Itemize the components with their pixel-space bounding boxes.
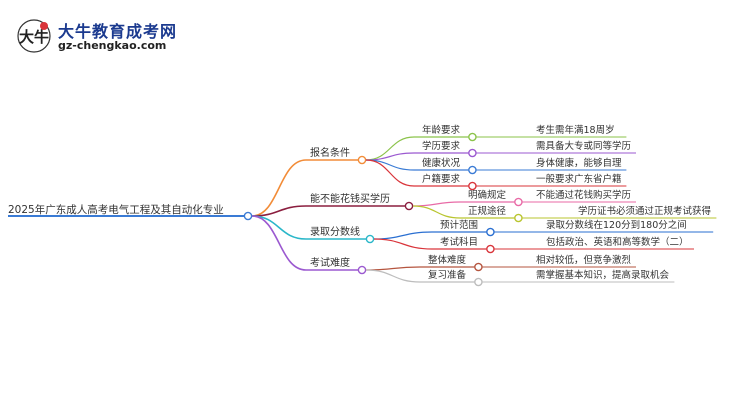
child-label: 整体难度 [428,254,467,266]
branch-node[interactable] [357,155,367,165]
child-connector [365,269,421,283]
child-node[interactable] [468,148,477,158]
child-label: 复习准备 [428,269,467,281]
branch-connector [251,215,307,271]
leaf-value-label: 学历证书必须通过正规考试获得 [578,205,712,217]
leaf-value-label: 不能通过花钱购买学历 [536,189,631,201]
child-label: 明确规定 [468,189,507,201]
child-node[interactable] [468,132,477,142]
child-connector [373,238,433,250]
child-label: 健康状况 [422,157,461,169]
site-url: gz-chengkao.com [58,39,167,52]
child-node[interactable] [514,213,523,223]
child-node[interactable] [474,262,483,272]
leaf-value-label: 相对较低，但竞争激烈 [536,254,632,266]
child-label: 考试科目 [440,236,478,248]
branch-label: 报名条件 [310,146,350,159]
child-connector [365,266,421,271]
child-connector [412,205,461,219]
branch-node[interactable] [365,234,375,244]
branch-label: 考试难度 [310,256,350,269]
child-label: 预计范围 [440,219,478,231]
child-connector [373,231,433,240]
leaf-value-label: 录取分数线在120分到180分之间 [546,219,687,231]
child-label: 学历要求 [422,140,461,152]
branch-connector [251,159,307,217]
branch-label: 录取分数线 [310,225,360,238]
site-name: 大牛教育成考网 [58,22,178,41]
leaf-value-label: 身体健康，能够自理 [536,157,622,169]
svg-text:大牛: 大牛 [19,28,49,46]
leaf-value-label: 需掌握基本知识，提高录取机会 [536,269,670,281]
leaf-value-label: 考生需年满18周岁 [536,124,615,136]
child-node[interactable] [468,165,477,175]
branch-node[interactable] [357,265,367,275]
root-topic-label: 2025年广东成人高考电气工程及其自动化专业 [8,203,224,216]
child-node[interactable] [486,244,495,254]
logo-emblem-icon: 大牛 [17,19,51,53]
child-label: 正规途径 [468,205,507,217]
leaf-value-label: 包括政治、英语和高等数学（二） [546,236,689,248]
leaf-value-label: 需具备大专或同等学历 [536,140,631,152]
branch-node[interactable] [404,201,414,211]
child-node[interactable] [486,227,495,237]
branch-label: 能不能花钱买学历 [310,192,390,205]
child-label: 年龄要求 [422,124,461,136]
site-logo[interactable]: 大牛 大牛教育成考网 gz-chengkao.com [16,16,226,58]
child-connector [365,159,415,187]
child-connector [412,201,461,207]
child-node[interactable] [514,197,523,207]
branch-connector [251,215,307,240]
child-label: 户籍要求 [422,173,461,185]
child-node[interactable] [474,277,483,287]
leaf-value-label: 一般要求广东省户籍 [536,173,622,185]
root-node[interactable] [243,211,253,221]
child-node[interactable] [468,181,477,191]
